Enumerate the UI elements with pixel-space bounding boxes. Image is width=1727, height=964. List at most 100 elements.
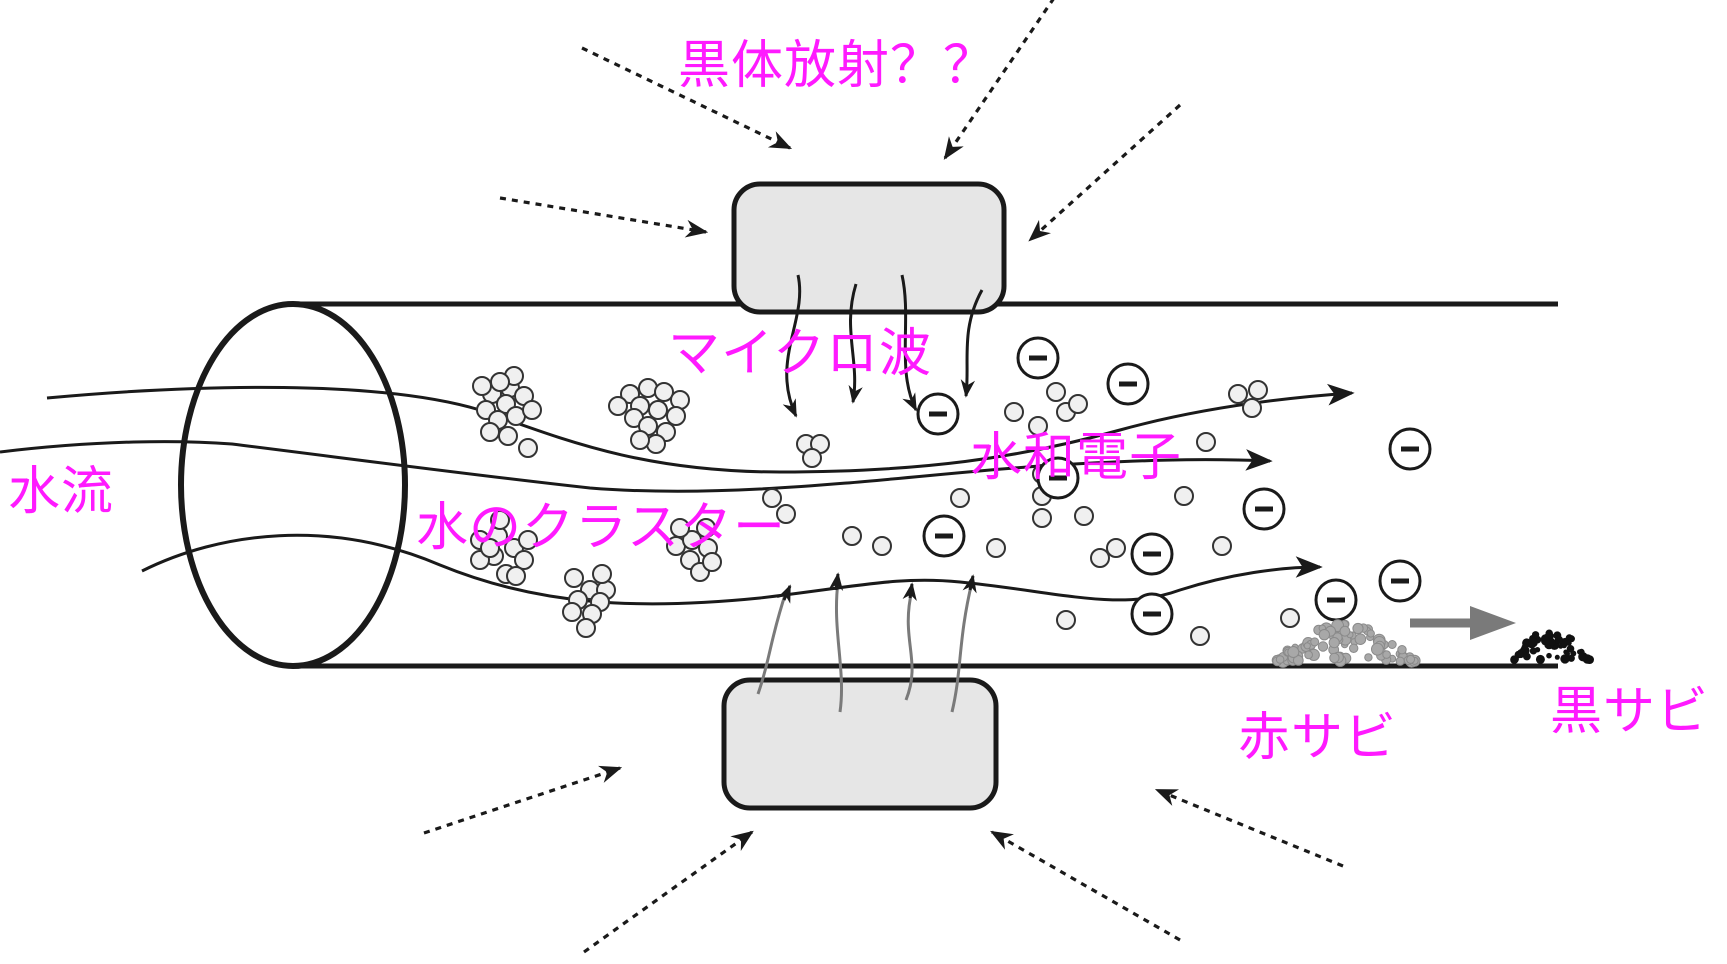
radiation-arrow <box>581 46 793 150</box>
electron-icon <box>922 514 966 558</box>
water-particles <box>470 366 1300 646</box>
black-rust-particle <box>1521 643 1529 651</box>
water-molecule-icon <box>872 536 892 556</box>
electron-icon <box>1106 362 1150 406</box>
radiation-arrow <box>943 0 1055 160</box>
water-molecule-icon <box>490 510 510 530</box>
microwave-arrows-top <box>782 274 984 418</box>
red-rust-deposit <box>1271 619 1421 668</box>
water-molecule-icon <box>1074 506 1094 526</box>
conversion-arrow-head <box>1470 606 1516 640</box>
water-molecule-icon <box>1004 402 1024 422</box>
water-molecule-icon <box>762 488 782 508</box>
microwave-arrow <box>782 274 802 418</box>
black-rust-particle <box>1523 652 1531 661</box>
red-rust-particle <box>1366 629 1375 638</box>
pipe-opening <box>178 301 408 669</box>
red-rust-particle <box>1406 654 1416 664</box>
label-black-body-radiation: 黒体放射？？ <box>678 36 997 96</box>
flow-line <box>0 440 1273 493</box>
water-molecule-icon <box>480 422 500 442</box>
water-molecule-icon <box>986 538 1006 558</box>
electron-icon <box>1130 592 1174 636</box>
radiation-arrows <box>423 0 1344 954</box>
water-molecule-icon <box>490 372 510 392</box>
water-molecule-icon <box>842 526 862 546</box>
red-rust-particle <box>1352 622 1364 635</box>
label-black-rust: 黒サビ <box>1550 682 1710 742</box>
water-molecule-icon <box>518 530 538 550</box>
water-molecule-icon <box>514 550 534 570</box>
black-rust-particle <box>1546 652 1552 659</box>
water-molecule-icon <box>562 602 582 622</box>
radiation-arrow <box>499 196 709 238</box>
red-rust-particle <box>1317 641 1329 652</box>
microwave-arrow <box>960 289 984 398</box>
water-molecule-icon <box>480 538 500 558</box>
black-rust-particle <box>1568 635 1575 643</box>
microwave-arrow <box>848 283 863 404</box>
radiation-arrow <box>1154 788 1344 868</box>
rust-deposits <box>1271 619 1594 668</box>
electron-icon <box>1016 336 1060 380</box>
water-molecule-icon <box>472 376 492 396</box>
radiation-arrow <box>583 830 754 954</box>
electron-icon <box>1242 487 1286 531</box>
black-rust-particle <box>1554 635 1563 644</box>
label-microwave: マイクロ波 <box>668 324 932 384</box>
water-molecule-icon <box>564 568 584 588</box>
red-rust-particle <box>1304 650 1313 660</box>
black-rust-particle <box>1528 637 1538 648</box>
red-rust-particle <box>1328 637 1340 649</box>
black-rust-particle <box>1554 654 1560 660</box>
label-water-cluster: 水のクラスター <box>416 498 786 558</box>
water-molecule-icon <box>1280 608 1300 628</box>
radiation-arrow <box>1028 103 1182 242</box>
device-top <box>731 181 1007 315</box>
black-rust-particle <box>1578 652 1588 662</box>
red-rust-particle <box>1303 642 1311 650</box>
label-red-rust: 赤サビ <box>1238 708 1398 768</box>
water-molecule-icon <box>776 504 796 524</box>
microwave-arrowheads-bottom <box>777 572 977 604</box>
red-rust-particle <box>1364 653 1373 662</box>
water-molecule-icon <box>630 430 650 450</box>
red-rust-particle <box>1287 646 1300 658</box>
water-molecule-icon <box>1248 380 1268 400</box>
black-rust-particle <box>1529 647 1537 655</box>
hydrated-electrons <box>916 336 1432 636</box>
red-rust-particle <box>1310 637 1320 647</box>
water-molecule-icon <box>1090 548 1110 568</box>
water-molecule-icon <box>518 438 538 458</box>
red-rust-particle <box>1275 655 1285 664</box>
electron-icon <box>1378 559 1422 603</box>
black-rust-particle <box>1564 651 1571 657</box>
water-molecule-icon <box>696 518 716 538</box>
microwave-arrowhead <box>902 582 917 602</box>
device-bottom <box>721 677 999 811</box>
label-hydrated-electron: 水和電子 <box>970 428 1183 488</box>
microwave-arrow <box>950 581 974 713</box>
flow-lines <box>0 383 1355 606</box>
red-rust-particle <box>1318 629 1331 641</box>
water-molecule-icon <box>666 406 686 426</box>
radiation-arrow <box>423 765 623 835</box>
water-molecule-icon <box>1028 416 1048 436</box>
red-rust-particle <box>1349 643 1359 653</box>
microwave-arrow <box>834 581 844 713</box>
water-molecule-icon <box>802 448 822 468</box>
water-molecule-icon <box>648 400 668 420</box>
water-molecule-icon <box>576 618 596 638</box>
red-rust-particle <box>1292 655 1304 666</box>
water-molecule-icon <box>506 566 526 586</box>
red-rust-particle <box>1387 640 1397 649</box>
electron-icon <box>1388 427 1432 471</box>
electron-icon <box>1130 532 1174 576</box>
red-rust-particle <box>1382 650 1391 659</box>
water-molecule-icon <box>654 382 674 402</box>
black-rust-particle <box>1566 640 1572 646</box>
water-molecule-icon <box>1174 486 1194 506</box>
microwave-arrowhead <box>777 584 792 604</box>
